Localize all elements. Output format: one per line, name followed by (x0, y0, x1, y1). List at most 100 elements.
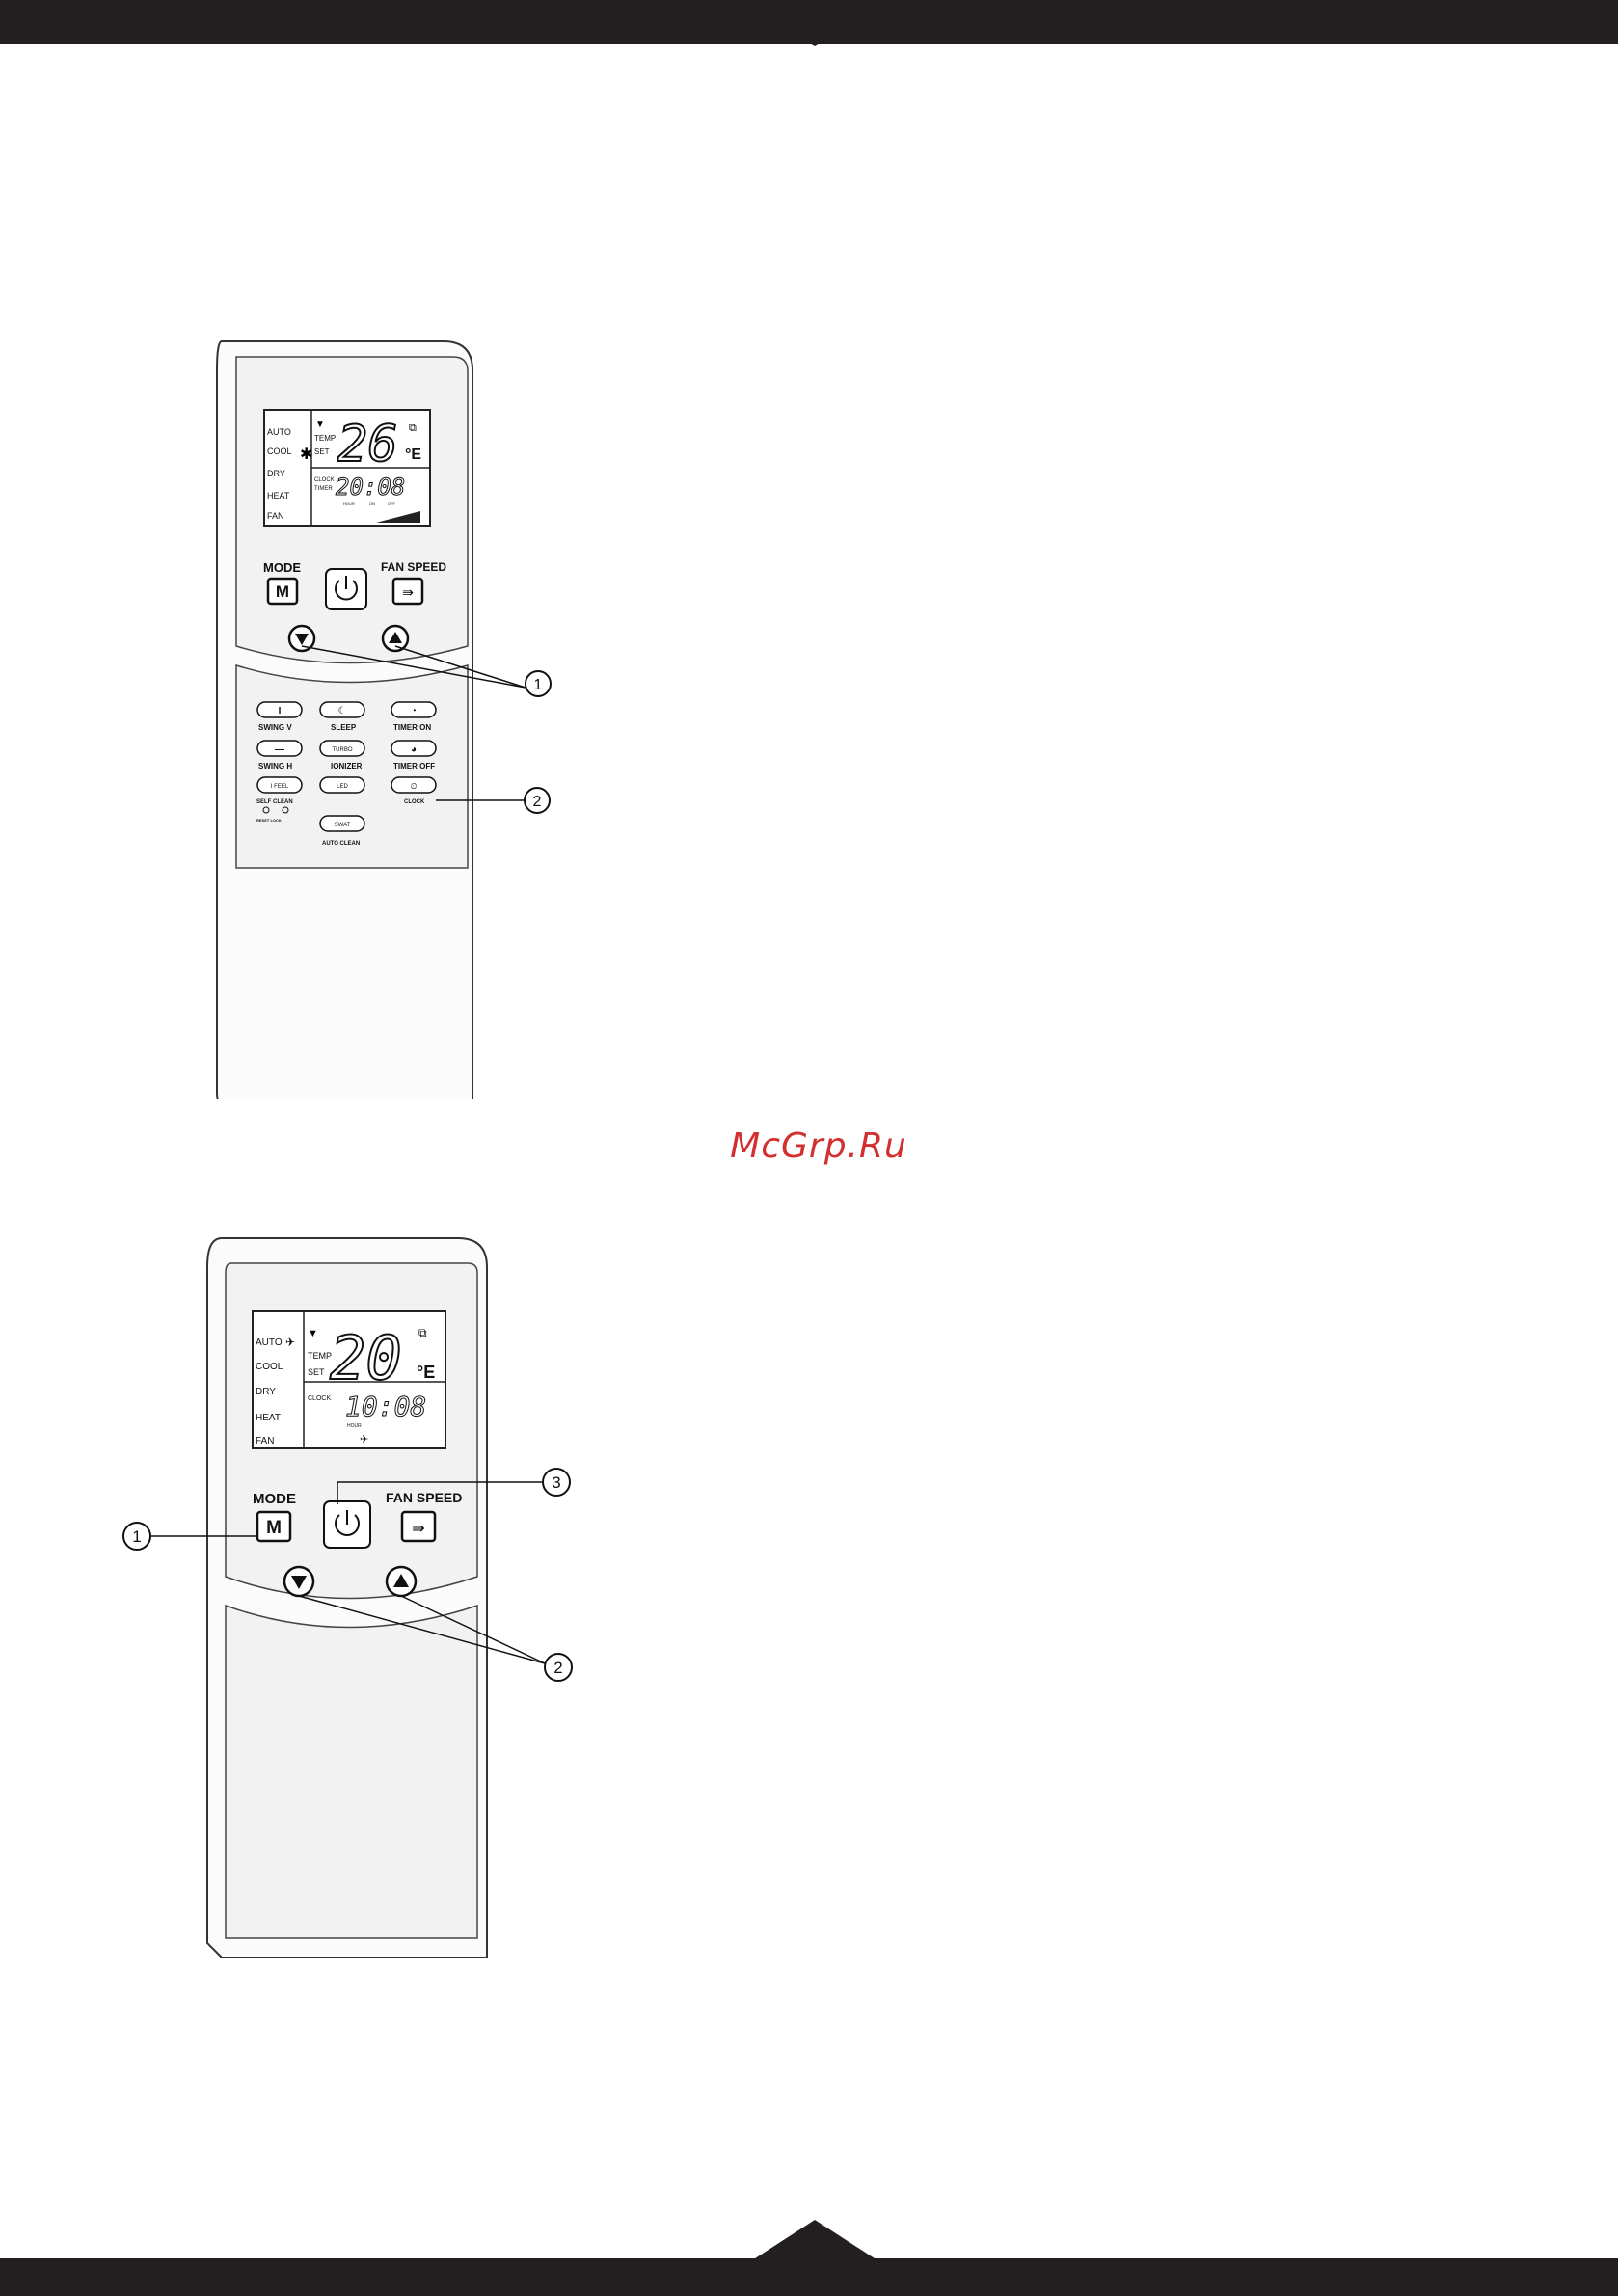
r1-mode-button[interactable]: M (266, 577, 299, 606)
r1-fan-speed-button[interactable]: ⇛ (391, 577, 424, 606)
r1-power-button[interactable] (325, 568, 367, 610)
r1-timer-label: TIMER (314, 486, 333, 492)
r1-down-arrow-icon (295, 634, 309, 645)
r2-fan-icon: ✈ (360, 1434, 368, 1445)
r1-snowflake-icon: ✱ (300, 446, 312, 463)
r1-mode-auto: AUTO (267, 427, 291, 437)
r1-callout-1 (525, 670, 552, 697)
r1-timer-on-key: ◔ (411, 706, 417, 716)
r1-auto-clean-key: SWAT (335, 823, 351, 828)
r2-clock-label: CLOCK (308, 1395, 331, 1402)
r1-unit: °E (405, 446, 421, 463)
r2-callout-1-text: 1 (132, 1527, 141, 1546)
r2-signal-icon: ▼ (308, 1328, 318, 1339)
r1-leader-down (301, 645, 526, 689)
r1-mode-label: MODE (263, 560, 301, 575)
r2-leader-power (337, 1481, 543, 1504)
r1-callout-2 (524, 787, 551, 814)
r1-mode-key: M (276, 582, 289, 601)
r1-callout-1-text: 1 (534, 677, 543, 693)
remote-2-lcd (252, 1310, 446, 1449)
r1-timer-off-button[interactable]: ◕ (391, 740, 437, 757)
r2-callout-2 (544, 1653, 573, 1682)
r2-leader-down (298, 1595, 546, 1664)
r1-temp-label: TEMP (314, 434, 336, 443)
r1-self-clean-label: SELF CLEAN (256, 799, 293, 805)
r2-mode-button[interactable]: M (256, 1510, 292, 1543)
r1-swing-h-button[interactable]: — (256, 740, 303, 757)
r1-sleep-button[interactable]: ☾ (319, 701, 365, 718)
top-notch (771, 21, 858, 46)
r2-fan-arrow-icon: ⇛ (412, 1521, 424, 1537)
r1-leader-up (394, 645, 526, 689)
r2-mode-dry: DRY (256, 1387, 276, 1397)
r1-ifeel-button[interactable]: I FEEL (256, 776, 303, 794)
r1-turbo-key: TURBO (333, 747, 353, 753)
r1-fan-arrow-icon: ⇛ (402, 584, 414, 600)
r1-mode-heat: HEAT (267, 491, 290, 500)
r1-time-value: 20:08 (336, 473, 405, 500)
r2-down-button[interactable] (283, 1565, 315, 1598)
r1-timer-on-button[interactable]: ◔ (391, 701, 437, 718)
r1-auto-clean-label: AUTO CLEAN (322, 841, 360, 847)
r2-unit: °E (417, 1363, 435, 1382)
r1-reset-hole[interactable] (262, 806, 270, 814)
r1-mode-cool: COOL (267, 446, 292, 456)
r2-mode-label: MODE (253, 1491, 296, 1507)
r2-mode-key: M (266, 1518, 282, 1538)
r1-ionizer-label: IONIZER (331, 762, 363, 770)
r2-hour-label: HOUR (347, 1423, 362, 1429)
r2-up-button[interactable] (385, 1565, 418, 1598)
r1-timer-off-label: TIMER OFF (393, 762, 435, 770)
r1-timer-on-label: TIMER ON (393, 723, 431, 732)
r1-clock-key: ⏲ (410, 781, 417, 791)
r2-down-arrow-icon (291, 1576, 307, 1589)
r1-timer-off-key: ◕ (411, 744, 417, 755)
r2-callout-3-text: 3 (552, 1473, 560, 1492)
r1-up-arrow-icon (389, 632, 402, 643)
r2-power-icon (335, 1514, 360, 1536)
r2-mode-heat: HEAT (256, 1413, 281, 1423)
r1-mode-fan: FAN (267, 511, 284, 521)
r1-swing-v-button[interactable]: I (256, 701, 303, 718)
bottom-band (0, 2258, 1618, 2296)
r1-swing-h-label: SWING H (258, 762, 292, 770)
r1-led-button[interactable]: LED (319, 776, 365, 794)
r2-battery-icon: ⧉ (418, 1326, 427, 1339)
r1-turbo-button[interactable]: TURBO (319, 740, 365, 757)
r1-lock-hole[interactable] (282, 806, 289, 814)
r2-fan-label: FAN SPEED (386, 1490, 462, 1505)
r2-auto-fan-icon: ✈ (285, 1336, 295, 1349)
r2-temp-value: 20 (330, 1323, 402, 1393)
r2-mode-auto: AUTO (256, 1337, 283, 1348)
r1-led-key: LED (337, 784, 348, 790)
r1-swing-v-label: SWING V (258, 723, 292, 732)
r1-auto-clean-button[interactable]: SWAT (319, 815, 365, 832)
r1-off-label: OFF (388, 501, 396, 506)
r2-leader-up (400, 1595, 546, 1664)
r2-fan-speed-button[interactable]: ⇛ (400, 1510, 437, 1543)
r1-clock-label: CLOCK (314, 477, 335, 483)
r1-clock-label-btn: CLOCK (404, 799, 425, 805)
watermark: McGrp.Ru (730, 1126, 907, 1166)
r1-clock-button[interactable]: ⏲ (391, 776, 437, 794)
r1-on-label: ON (369, 501, 375, 506)
r1-swing-h-key: — (275, 744, 284, 755)
r1-battery-icon: ⧉ (409, 422, 417, 434)
r1-sleep-label: SLEEP (331, 723, 357, 732)
r1-up-button[interactable] (381, 624, 410, 653)
r1-mode-dry: DRY (267, 469, 285, 478)
bottom-notch (752, 2220, 877, 2260)
remote-2-lower-panel (225, 1604, 478, 1939)
r1-signal-icon: ▼ (315, 419, 325, 430)
r2-temp-label: TEMP (308, 1351, 332, 1361)
r2-up-arrow-icon (393, 1574, 409, 1587)
r1-hour-label: HOUR (343, 501, 355, 506)
r1-ifeel-key: I FEEL (271, 784, 289, 790)
r2-power-button[interactable] (323, 1500, 371, 1549)
remote-1: AUTO COOL DRY HEAT FAN ✱ ▼ TEMP SET 26 ⧉… (216, 340, 552, 1099)
r2-time-value: 10:08 (345, 1391, 426, 1422)
remote-2: AUTO ✈ COOL DRY HEAT FAN ▼ TEMP SET 20 ⧉… (122, 1237, 573, 1958)
r1-down-button[interactable] (287, 624, 316, 653)
r1-temp-value: 26 (337, 416, 398, 473)
